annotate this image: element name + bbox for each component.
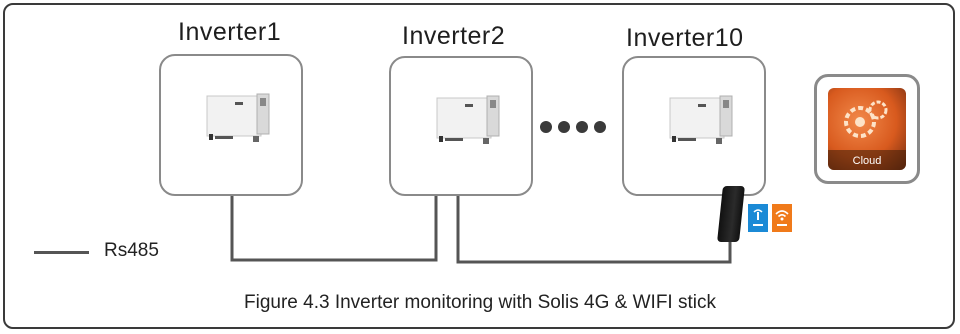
- wifi-icon: [772, 204, 792, 232]
- cable-inv1-inv2: [230, 196, 438, 262]
- inverter-icon: [436, 95, 500, 144]
- inverter2-box: [389, 56, 533, 196]
- dot: [576, 121, 588, 133]
- dot: [558, 121, 570, 133]
- figure-caption: Figure 4.3 Inverter monitoring with Soli…: [244, 292, 716, 313]
- rs485-legend-label: Rs485: [104, 240, 159, 261]
- ellipsis-dots: [540, 120, 612, 138]
- inverter-icon: [206, 93, 270, 142]
- dot: [594, 121, 606, 133]
- inverter1-label: Inverter1: [178, 18, 282, 46]
- cloud-label: Cloud: [852, 155, 882, 167]
- diagram-frame: [3, 3, 955, 329]
- cloud-box: Cloud: [814, 74, 920, 184]
- cloud-gear-icon: Cloud: [828, 88, 906, 170]
- inverter2-label: Inverter2: [402, 22, 506, 50]
- inverter10-label: Inverter10: [626, 24, 744, 52]
- cable-inv2-stick: [456, 196, 732, 264]
- inverter-icon: [669, 95, 733, 144]
- dot: [540, 121, 552, 133]
- inverter1-box: [159, 54, 303, 196]
- rs485-legend-line: [34, 251, 89, 254]
- inverter10-box: [622, 56, 766, 196]
- signal-4g-icon: [748, 204, 768, 232]
